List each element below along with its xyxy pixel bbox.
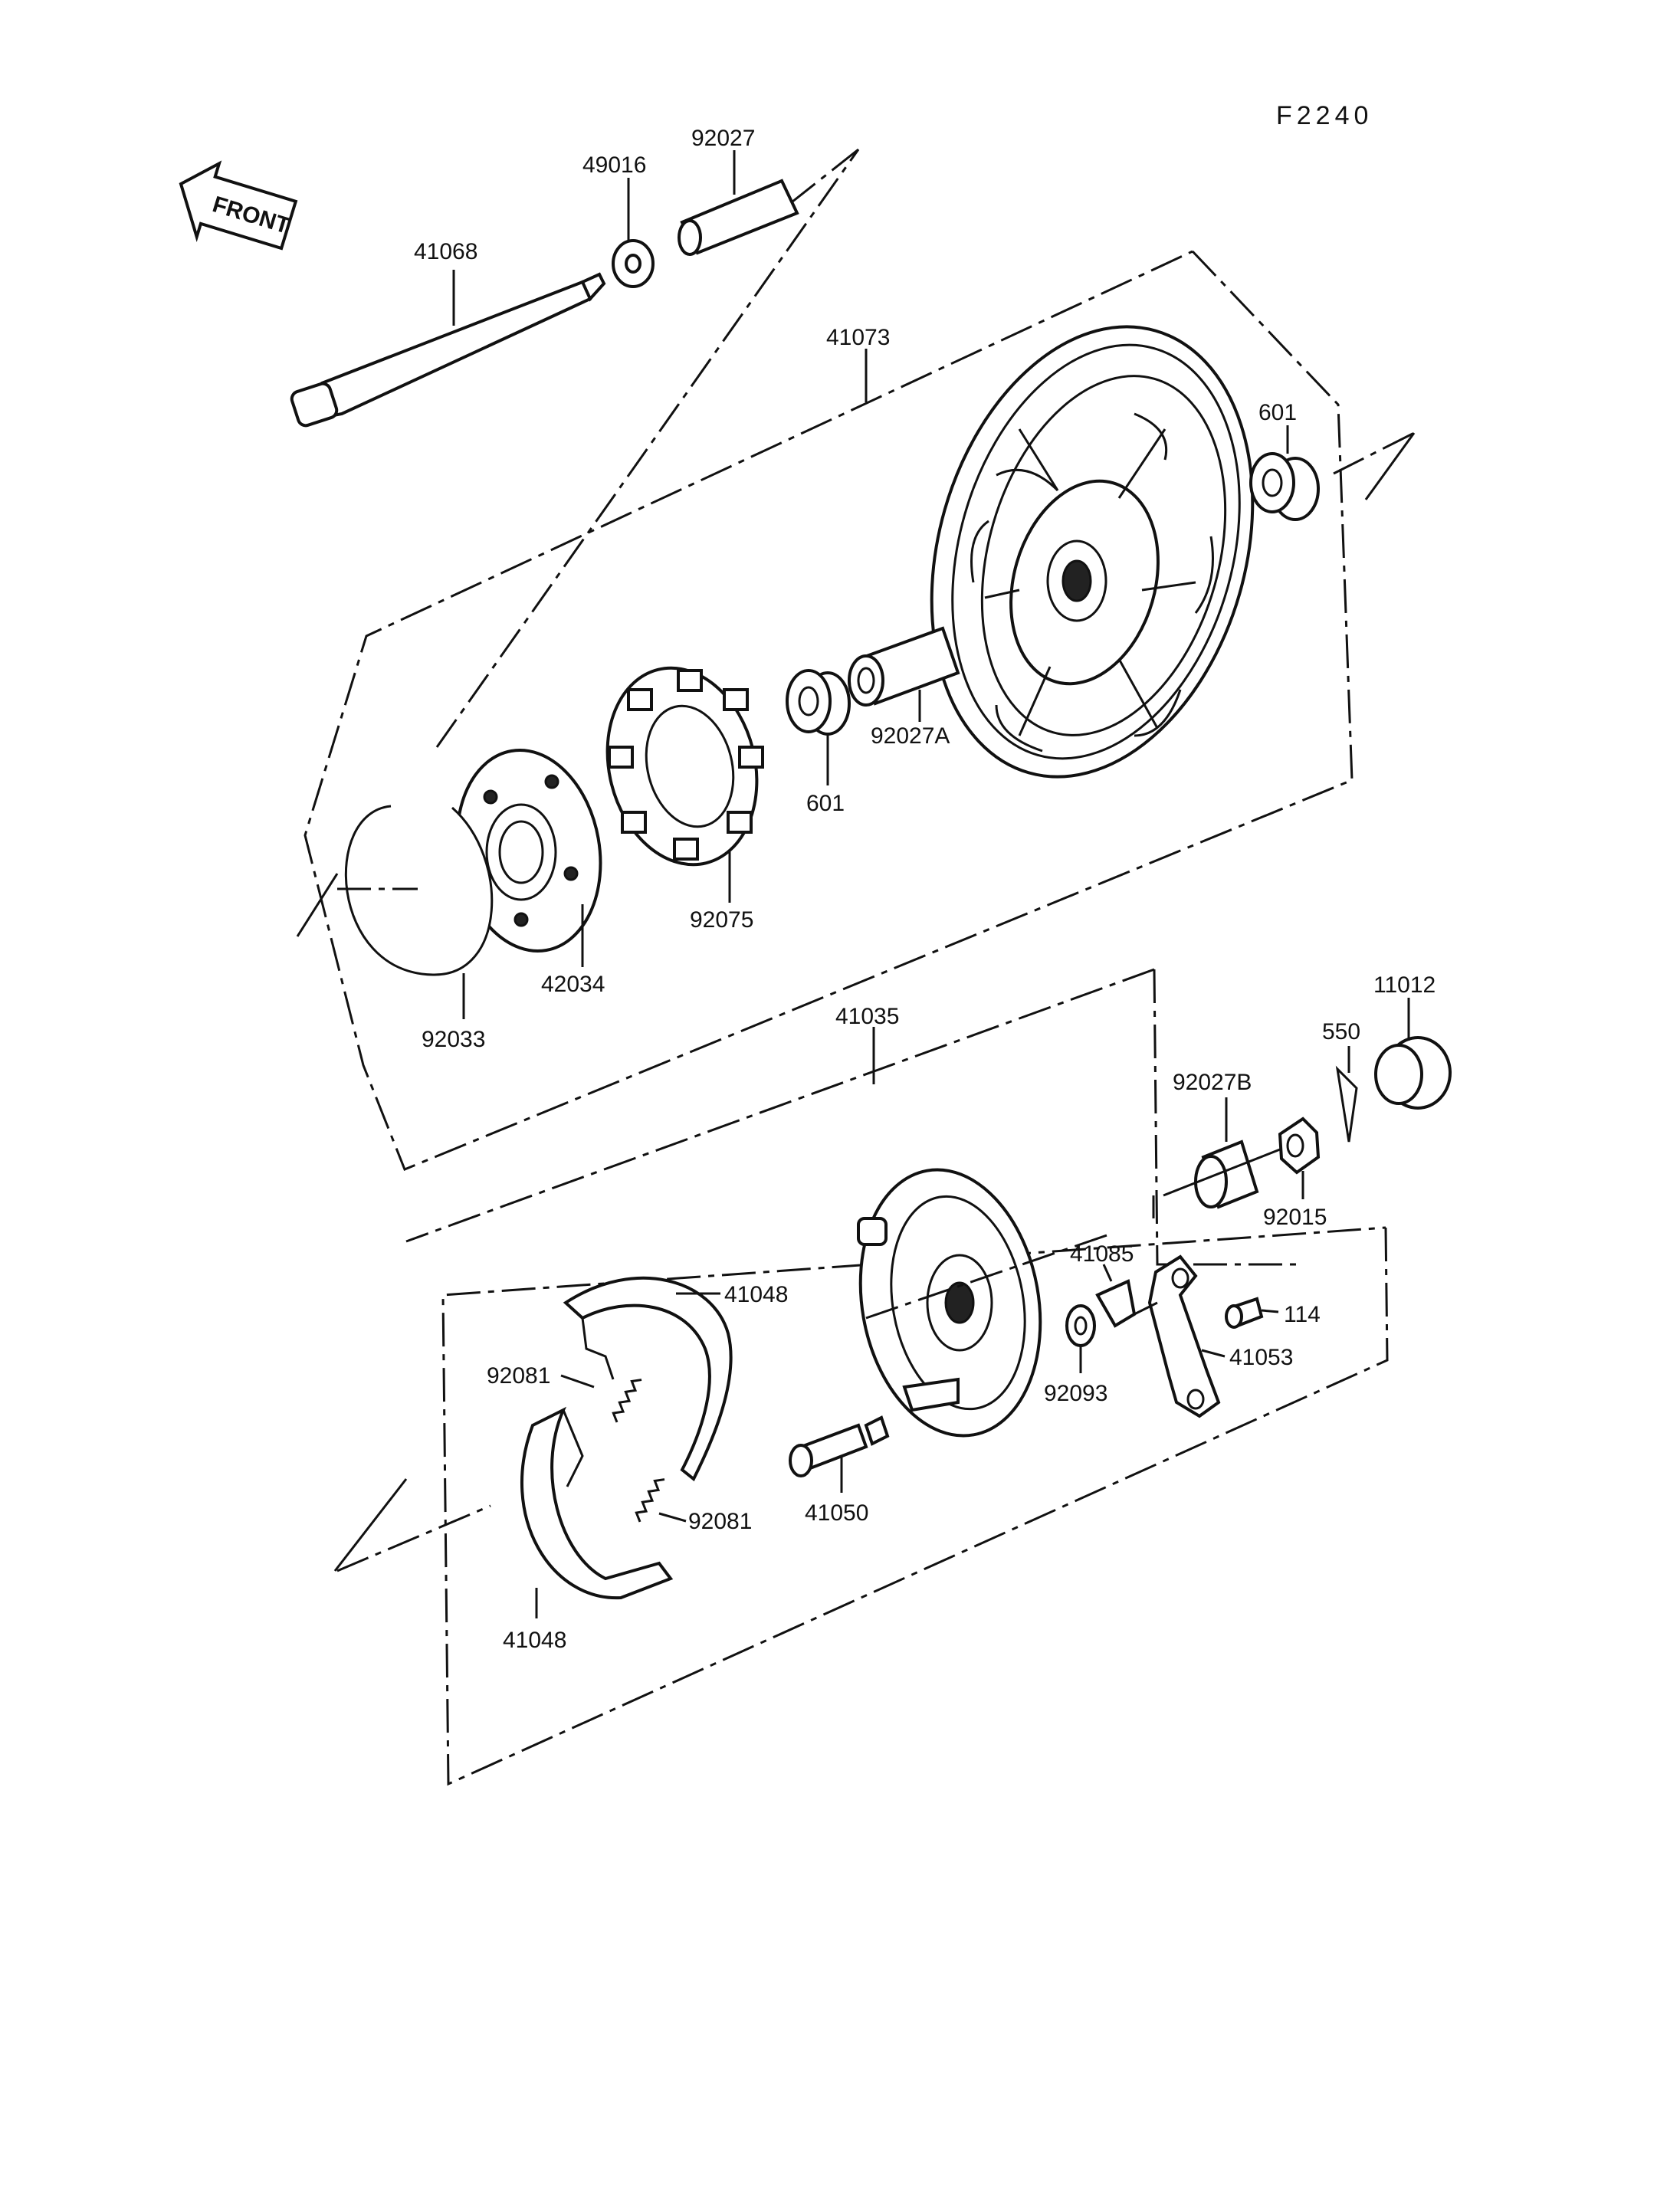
cam-shaft-41050 (789, 1415, 890, 1477)
label-41053: 41053 (1229, 1345, 1293, 1370)
label-41035: 41035 (835, 1004, 899, 1029)
collar-92027A (848, 626, 960, 707)
label-92015: 92015 (1263, 1205, 1327, 1230)
brake-shoe-41048-bottom (520, 1406, 674, 1600)
label-41048-top: 41048 (724, 1282, 788, 1307)
wheel-rim-41073 (930, 325, 1255, 779)
label-41050: 41050 (805, 1500, 868, 1526)
label-92081-bottom: 92081 (688, 1509, 752, 1534)
nut-92015 (1278, 1117, 1321, 1175)
cotter-pin-550 (1335, 1065, 1358, 1143)
bearing-601-middle (786, 669, 851, 736)
brake-shoe-41048-top (563, 1276, 733, 1482)
cam-lever-41053 (1147, 1254, 1221, 1418)
brake-panel-41035 (857, 1168, 1042, 1438)
damper-92075 (605, 666, 764, 867)
front-arrow-icon: FRONT (179, 160, 298, 251)
label-92027: 92027 (691, 126, 755, 151)
seal-92093 (1065, 1304, 1096, 1347)
label-42034: 42034 (541, 972, 605, 997)
circlip-92033 (344, 805, 494, 976)
label-41068: 41068 (414, 239, 477, 264)
label-41073: 41073 (826, 325, 890, 350)
label-11012: 11012 (1373, 972, 1436, 998)
bearing-601-right (1249, 452, 1320, 521)
spring-92081-bottom (635, 1478, 665, 1523)
label-92027A: 92027A (871, 723, 950, 749)
spacer-11012 (1374, 1036, 1452, 1110)
label-92033: 92033 (422, 1027, 485, 1052)
washer-49016 (612, 239, 655, 288)
label-601-middle: 601 (806, 791, 845, 816)
label-550: 550 (1322, 1019, 1360, 1044)
label-92075: 92075 (690, 907, 753, 933)
collar-92027B (1194, 1139, 1259, 1209)
bolt-114 (1225, 1297, 1279, 1329)
label-92081-top: 92081 (487, 1363, 550, 1389)
collar-92027 (678, 179, 799, 256)
spring-92081-top (612, 1379, 642, 1423)
label-114: 114 (1284, 1302, 1321, 1327)
brake-assembly-outline (405, 968, 1389, 1786)
label-92027B: 92027B (1173, 1070, 1252, 1095)
label-601-right: 601 (1258, 400, 1297, 425)
wear-indicator-41085 (1095, 1279, 1137, 1328)
axle-41068 (290, 272, 606, 428)
label-41048-bottom: 41048 (503, 1628, 566, 1653)
figure-code: F2240 (1276, 101, 1373, 130)
label-41085: 41085 (1070, 1241, 1134, 1267)
label-92093: 92093 (1044, 1381, 1107, 1406)
label-49016: 49016 (582, 152, 646, 178)
